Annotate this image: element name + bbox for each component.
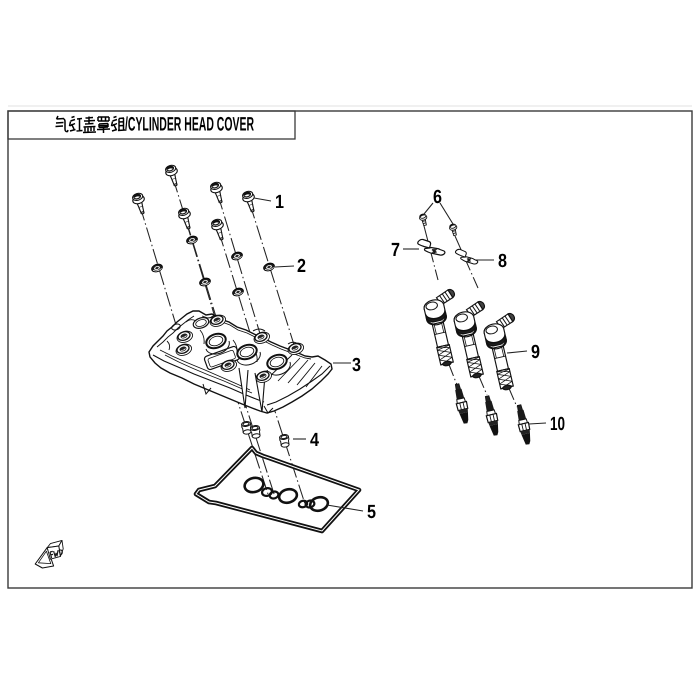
svg-text:10: 10 bbox=[550, 414, 565, 435]
svg-text:5: 5 bbox=[367, 502, 376, 523]
svg-text:9: 9 bbox=[531, 342, 540, 363]
svg-text:4: 4 bbox=[310, 430, 319, 451]
svg-text:7: 7 bbox=[391, 240, 400, 261]
svg-text:2: 2 bbox=[297, 256, 306, 277]
svg-text:1: 1 bbox=[275, 192, 284, 213]
svg-text:/CYLINDER HEAD COVER: /CYLINDER HEAD COVER bbox=[125, 114, 254, 136]
svg-text:3: 3 bbox=[352, 355, 361, 376]
svg-text:8: 8 bbox=[498, 251, 507, 272]
svg-text:6: 6 bbox=[433, 187, 442, 208]
